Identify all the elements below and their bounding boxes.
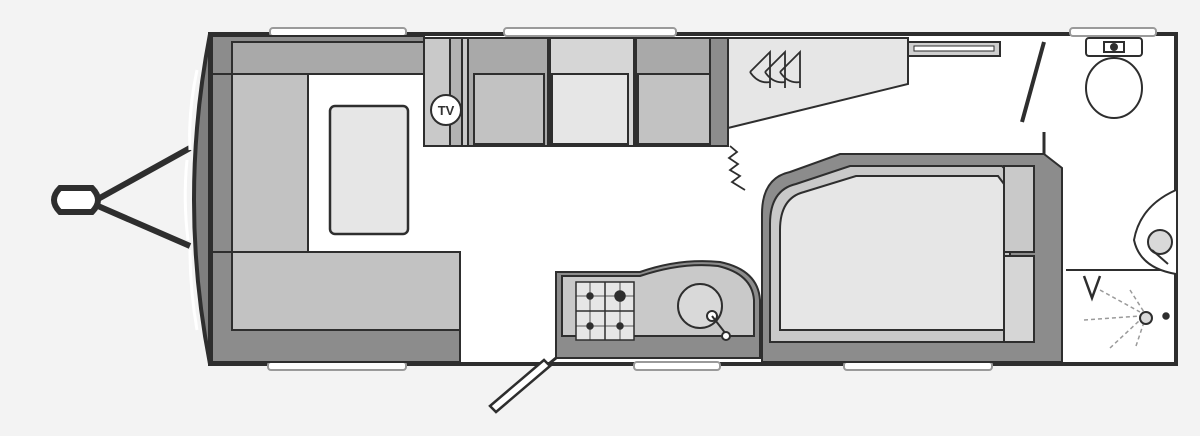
fixed-bed (761, 153, 1063, 363)
side-seats (467, 37, 729, 147)
tv-icon: TV (430, 94, 462, 126)
a-frame-hitch (51, 145, 192, 249)
shower-icon (1082, 275, 1170, 349)
wardrobe (727, 37, 909, 191)
side-windows (267, 27, 1157, 371)
front-lounge-sofa (211, 35, 461, 363)
toilet-icon (1085, 37, 1143, 119)
tv-cabinet (423, 37, 471, 147)
sink-icon (677, 283, 731, 341)
tv-label: TV (438, 103, 455, 118)
hanger-icon (749, 49, 801, 88)
basin-icon (1132, 189, 1177, 275)
dinette-table (328, 104, 410, 236)
front-nose (192, 33, 212, 365)
hob-icon (575, 281, 635, 341)
washroom-door (1020, 41, 1046, 123)
door-icon (488, 356, 557, 414)
